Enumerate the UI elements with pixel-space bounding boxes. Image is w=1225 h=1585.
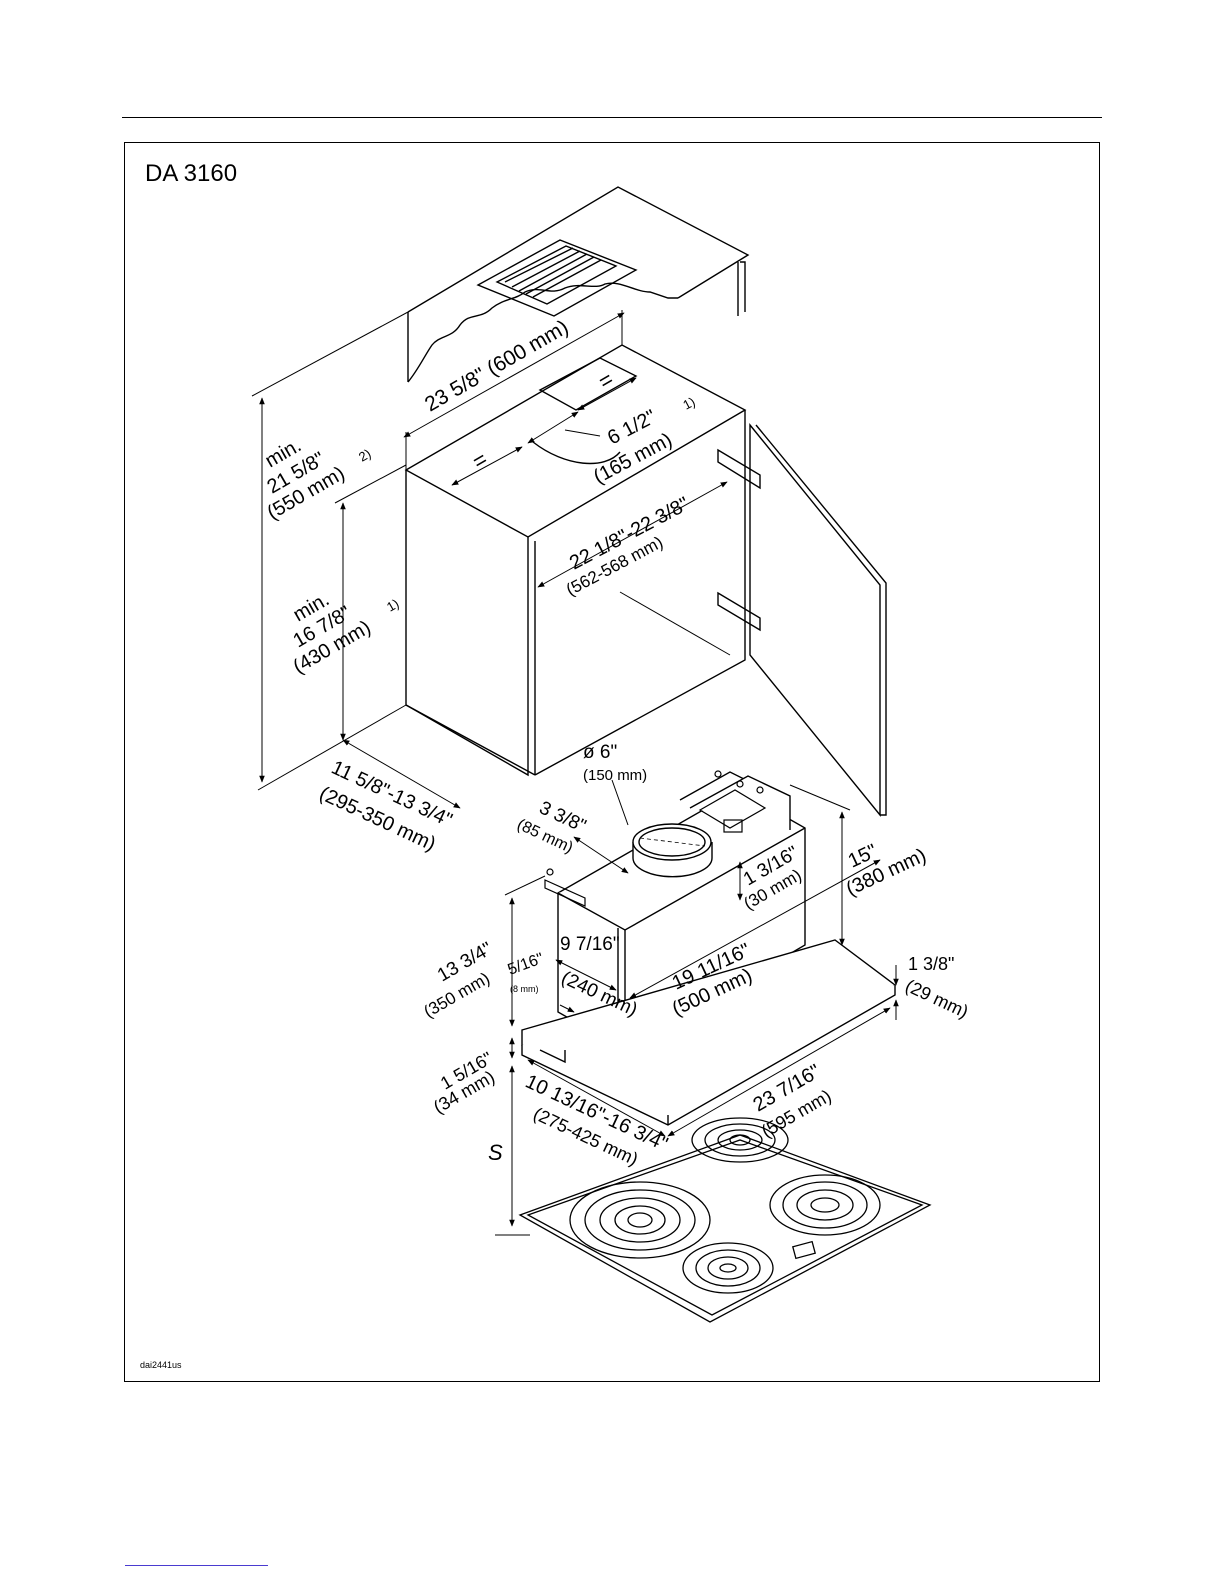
panel-thickness-mm-label: (29 mm): [902, 975, 971, 1021]
outlet-collar: [632, 823, 713, 878]
ceiling-soffit: [407, 186, 750, 383]
cabinet-width-label: 23 5/8" (600 mm): [421, 316, 572, 417]
drawing-code: dai2441us: [140, 1360, 182, 1370]
header-rule: [122, 117, 1102, 118]
edge-offset-mm-label: (8 mm): [510, 984, 539, 994]
cabinet-door: [717, 423, 887, 817]
cooktop: [518, 1117, 932, 1323]
clearance-s-label: S: [488, 1140, 503, 1165]
outlet-diameter-label: ø 6": [583, 742, 617, 763]
burner-back-left: [691, 1117, 789, 1163]
outlet-diameter-mm-label: (150 mm): [583, 767, 647, 784]
equal-mark-left: =: [468, 446, 492, 474]
body-depth-label: 9 7/16": [560, 934, 620, 955]
mounting-bracket: [544, 770, 767, 907]
footer-link-underline: [125, 1565, 268, 1566]
model-title: DA 3160: [145, 160, 238, 187]
panel-thickness-label: 1 3/8": [908, 954, 954, 974]
footnote-marker-two: 2): [356, 446, 374, 465]
drawing-frame: [124, 142, 1100, 1382]
burner-front-left: [569, 1181, 711, 1259]
cabinet-dimension-lines: [251, 310, 731, 809]
burner-back-right: [769, 1174, 881, 1236]
footnote-marker: 1): [680, 394, 697, 413]
burner-front-right: [682, 1242, 774, 1294]
footnote-marker-interior: 1): [384, 596, 402, 615]
hood-dimension-lines: [495, 779, 899, 1236]
